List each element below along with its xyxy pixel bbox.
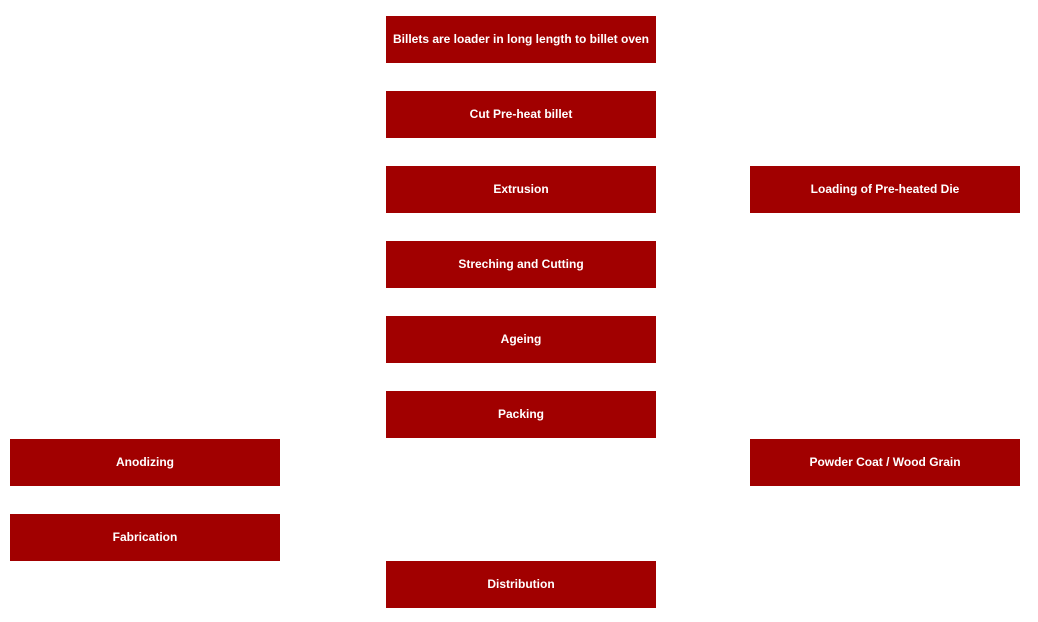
step-ageing: Ageing bbox=[386, 316, 656, 363]
step-loading-preheated-die-label: Loading of Pre-heated Die bbox=[810, 182, 960, 197]
step-extrusion-label: Extrusion bbox=[493, 182, 549, 197]
step-distribution-label: Distribution bbox=[487, 577, 555, 592]
step-packing-label: Packing bbox=[497, 407, 545, 422]
step-loading-preheated-die: Loading of Pre-heated Die bbox=[750, 166, 1020, 213]
step-cut-preheat-billet: Cut Pre-heat billet bbox=[386, 91, 656, 138]
step-streching-and-cutting: Streching and Cutting bbox=[386, 241, 656, 288]
step-fabrication-label: Fabrication bbox=[112, 530, 178, 545]
step-distribution: Distribution bbox=[386, 561, 656, 608]
step-anodizing-label: Anodizing bbox=[116, 455, 174, 470]
step-ageing-label: Ageing bbox=[500, 332, 542, 347]
step-anodizing: Anodizing bbox=[10, 439, 280, 486]
step-streching-and-cutting-label: Streching and Cutting bbox=[458, 257, 584, 272]
step-billets-loaded-label: Billets are loader in long length to bil… bbox=[392, 32, 650, 47]
step-fabrication: Fabrication bbox=[10, 514, 280, 561]
step-packing: Packing bbox=[386, 391, 656, 438]
step-powder-coat-wood-grain: Powder Coat / Wood Grain bbox=[750, 439, 1020, 486]
step-extrusion: Extrusion bbox=[386, 166, 656, 213]
step-cut-preheat-billet-label: Cut Pre-heat billet bbox=[469, 107, 573, 122]
step-billets-loaded: Billets are loader in long length to bil… bbox=[386, 16, 656, 63]
step-powder-coat-wood-grain-label: Powder Coat / Wood Grain bbox=[809, 455, 961, 470]
